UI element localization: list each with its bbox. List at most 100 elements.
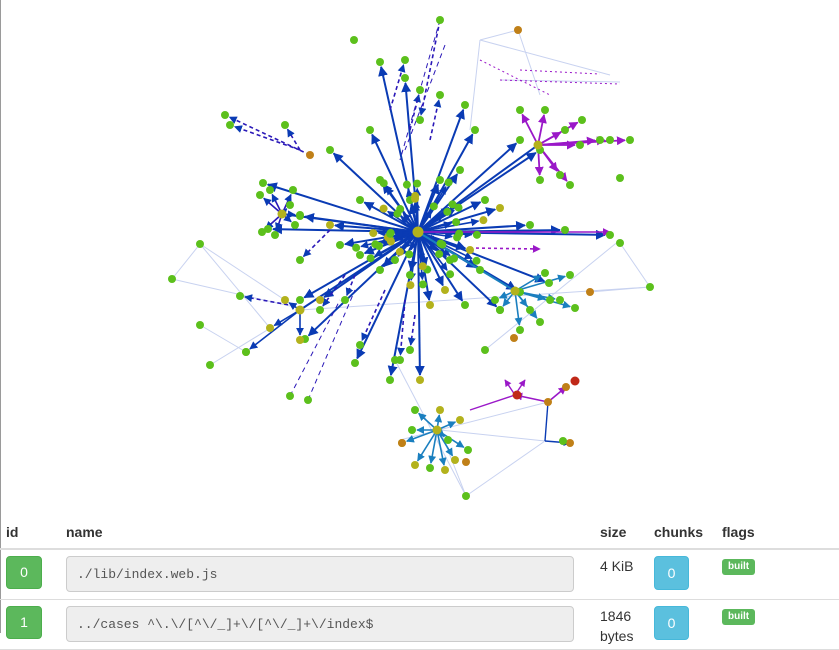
graph-node[interactable] xyxy=(304,396,312,404)
graph-node[interactable] xyxy=(510,286,520,296)
graph-node[interactable] xyxy=(571,304,579,312)
graph-node[interactable] xyxy=(512,390,522,400)
graph-node[interactable] xyxy=(406,271,414,279)
graph-node[interactable] xyxy=(464,446,472,454)
graph-node[interactable] xyxy=(406,346,414,354)
graph-node[interactable] xyxy=(436,176,444,184)
graph-node[interactable] xyxy=(369,229,378,238)
graph-node[interactable] xyxy=(516,326,524,334)
graph-node[interactable] xyxy=(393,209,402,218)
graph-node[interactable] xyxy=(436,91,444,99)
graph-node[interactable] xyxy=(341,296,349,304)
graph-node[interactable] xyxy=(336,241,344,249)
graph-node[interactable] xyxy=(291,221,299,229)
graph-node[interactable] xyxy=(402,180,411,189)
graph-node[interactable] xyxy=(436,406,444,414)
graph-node[interactable] xyxy=(258,228,266,236)
graph-node[interactable] xyxy=(596,136,604,144)
graph-node[interactable] xyxy=(626,136,634,144)
graph-node[interactable] xyxy=(296,296,304,304)
graph-node[interactable] xyxy=(366,254,375,263)
dependency-graph[interactable] xyxy=(0,0,839,515)
graph-node[interactable] xyxy=(556,171,564,179)
graph-node[interactable] xyxy=(443,207,452,216)
graph-node[interactable] xyxy=(462,492,470,500)
graph-node[interactable] xyxy=(586,288,594,296)
graph-node[interactable] xyxy=(401,56,409,64)
graph-node[interactable] xyxy=(411,191,420,200)
column-header-id[interactable]: id xyxy=(0,515,60,550)
graph-node[interactable] xyxy=(556,296,564,304)
graph-node[interactable] xyxy=(196,321,204,329)
graph-node[interactable] xyxy=(426,301,434,309)
graph-node[interactable] xyxy=(561,126,569,134)
graph-node[interactable] xyxy=(432,425,442,435)
graph-node[interactable] xyxy=(281,296,289,304)
graph-node[interactable] xyxy=(461,101,469,109)
graph-node[interactable] xyxy=(471,126,479,134)
module-id-button[interactable]: 0 xyxy=(6,556,42,589)
graph-node[interactable] xyxy=(266,324,274,332)
graph-node[interactable] xyxy=(242,348,250,356)
graph-node[interactable] xyxy=(426,464,434,472)
graph-node[interactable] xyxy=(226,121,234,129)
graph-node[interactable] xyxy=(441,466,449,474)
graph-node[interactable] xyxy=(386,229,395,238)
graph-node[interactable] xyxy=(438,240,447,249)
graph-node[interactable] xyxy=(578,116,586,124)
graph-node[interactable] xyxy=(559,437,567,445)
graph-node[interactable] xyxy=(408,426,416,434)
graph-node[interactable] xyxy=(386,376,394,384)
graph-node[interactable] xyxy=(533,140,543,150)
graph-node[interactable] xyxy=(526,221,534,229)
graph-node[interactable] xyxy=(356,196,364,204)
graph-node[interactable] xyxy=(416,376,424,384)
graph-node[interactable] xyxy=(536,176,544,184)
graph-node[interactable] xyxy=(472,256,481,265)
column-header-size[interactable]: size xyxy=(594,515,648,550)
graph-node[interactable] xyxy=(646,283,654,291)
graph-node[interactable] xyxy=(451,456,459,464)
graph-node[interactable] xyxy=(406,281,415,290)
graph-node[interactable] xyxy=(510,334,518,342)
graph-node[interactable] xyxy=(405,250,414,259)
graph-node[interactable] xyxy=(289,186,297,194)
graph-node[interactable] xyxy=(296,256,304,264)
graph-node[interactable] xyxy=(541,269,549,277)
graph-node[interactable] xyxy=(236,292,244,300)
graph-node[interactable] xyxy=(491,296,499,304)
graph-node[interactable] xyxy=(401,74,409,82)
graph-node[interactable] xyxy=(496,204,504,212)
graph-node[interactable] xyxy=(281,121,289,129)
graph-node[interactable] xyxy=(546,296,554,304)
graph-node[interactable] xyxy=(576,141,584,149)
graph-node[interactable] xyxy=(375,242,384,251)
column-header-chunks[interactable]: chunks xyxy=(648,515,716,550)
graph-node[interactable] xyxy=(545,279,553,287)
graph-node[interactable] xyxy=(561,226,569,234)
graph-node[interactable] xyxy=(411,461,419,469)
graph-node[interactable] xyxy=(444,436,452,444)
graph-node[interactable] xyxy=(366,126,374,134)
graph-node[interactable] xyxy=(395,247,404,256)
graph-node[interactable] xyxy=(516,136,524,144)
graph-node[interactable] xyxy=(379,204,388,213)
graph-node[interactable] xyxy=(466,246,474,254)
graph-node[interactable] xyxy=(356,341,364,349)
graph-node[interactable] xyxy=(316,306,324,314)
graph-node[interactable] xyxy=(416,86,424,94)
graph-node[interactable] xyxy=(455,229,464,238)
graph-node[interactable] xyxy=(514,26,522,34)
graph-node[interactable] xyxy=(450,254,459,263)
graph-node[interactable] xyxy=(398,439,406,447)
graph-node[interactable] xyxy=(221,111,229,119)
graph-node[interactable] xyxy=(259,179,267,187)
graph-node[interactable] xyxy=(606,231,614,239)
module-id-button[interactable]: 1 xyxy=(6,606,42,639)
graph-node[interactable] xyxy=(418,280,427,289)
graph-node[interactable] xyxy=(418,262,427,271)
graph-node[interactable] xyxy=(271,231,279,239)
graph-node[interactable] xyxy=(412,226,424,238)
graph-node[interactable] xyxy=(376,58,384,66)
graph-node[interactable] xyxy=(264,225,272,233)
